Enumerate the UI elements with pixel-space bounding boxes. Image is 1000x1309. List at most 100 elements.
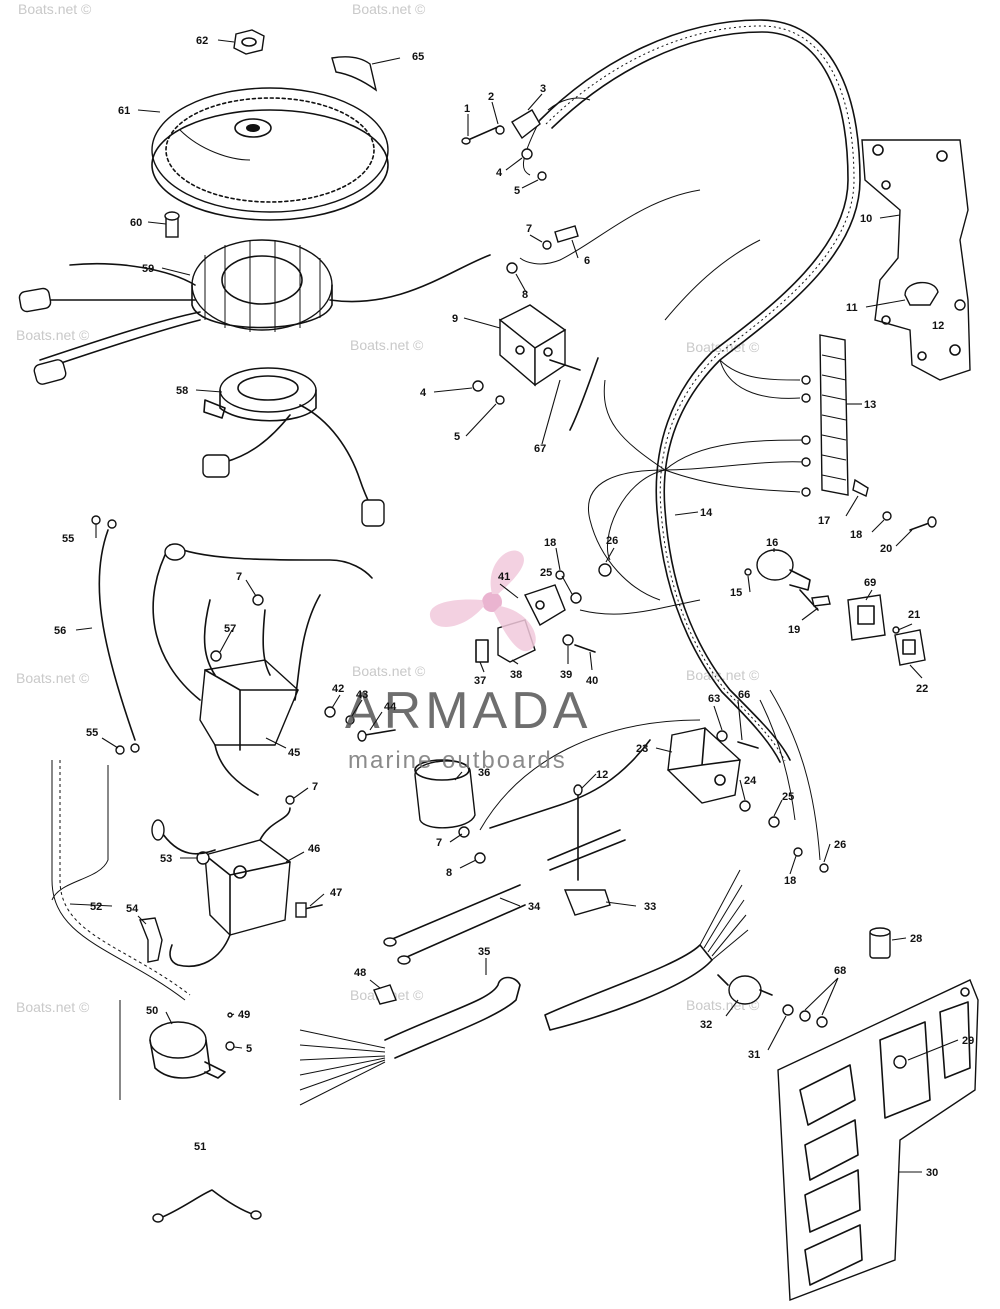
label-58: 58 xyxy=(176,385,188,397)
label-31: 31 xyxy=(748,1049,760,1061)
rectifier xyxy=(472,304,599,431)
label-13: 13 xyxy=(864,399,876,411)
label-12: 12 xyxy=(932,320,944,332)
label-18: 18 xyxy=(784,875,796,887)
ignition-coil xyxy=(414,739,651,864)
electrical-plate xyxy=(777,979,979,1301)
label-7: 7 xyxy=(236,571,242,583)
label-30: 30 xyxy=(926,1167,938,1179)
label-56: 56 xyxy=(54,625,66,637)
ground-lead xyxy=(91,515,140,755)
label-12: 12 xyxy=(596,769,608,781)
label-3: 3 xyxy=(540,83,546,95)
label-63: 63 xyxy=(708,693,720,705)
label-59: 59 xyxy=(142,263,154,275)
label-1: 1 xyxy=(464,103,470,115)
label-54: 54 xyxy=(126,903,139,915)
label-67: 67 xyxy=(534,443,546,455)
watermark: Boats.net © xyxy=(686,339,760,355)
label-26: 26 xyxy=(606,535,618,547)
label-32: 32 xyxy=(700,1019,712,1031)
label-15: 15 xyxy=(730,587,742,599)
label-25: 25 xyxy=(540,567,552,579)
fuse-holder xyxy=(717,974,828,1028)
label-8: 8 xyxy=(446,867,452,879)
label-33: 33 xyxy=(644,901,656,913)
watermark: Boats.net © xyxy=(16,327,90,343)
label-14: 14 xyxy=(700,507,713,519)
solenoid xyxy=(667,727,829,873)
label-50: 50 xyxy=(146,1005,158,1017)
label-47: 47 xyxy=(330,887,342,899)
label-7: 7 xyxy=(436,837,442,849)
label-49: 49 xyxy=(238,1009,250,1021)
label-5: 5 xyxy=(246,1043,252,1055)
flywheel-key xyxy=(331,56,378,92)
label-7: 7 xyxy=(526,223,532,235)
label-24: 24 xyxy=(744,775,757,787)
label-68: 68 xyxy=(834,965,846,977)
brand-tagline: marine outboards xyxy=(348,747,567,774)
label-4: 4 xyxy=(420,387,427,399)
label-61: 61 xyxy=(118,105,130,117)
terminal-block xyxy=(801,334,937,531)
key-switch xyxy=(744,549,831,611)
stator-screw xyxy=(164,211,180,238)
watermark: Boats.net © xyxy=(686,667,760,683)
timer-base xyxy=(202,367,385,527)
armada-logo: ARMADA marine outboards xyxy=(345,550,587,774)
label-40: 40 xyxy=(586,675,598,687)
label-18: 18 xyxy=(850,529,862,541)
label-21: 21 xyxy=(908,609,920,621)
leader-lines xyxy=(69,39,959,1173)
label-60: 60 xyxy=(130,217,142,229)
watermark: Boats.net © xyxy=(352,663,426,679)
label-26: 26 xyxy=(834,839,846,851)
cable-clamp xyxy=(547,784,626,916)
harness-sleeve xyxy=(299,869,749,1106)
label-38: 38 xyxy=(510,669,522,681)
label-66: 66 xyxy=(738,689,750,701)
flywheel-nut xyxy=(233,29,265,55)
label-4: 4 xyxy=(496,167,503,179)
ground-wire xyxy=(51,760,191,1100)
label-43: 43 xyxy=(356,689,368,701)
mounting-bracket xyxy=(861,139,971,381)
label-2: 2 xyxy=(488,91,494,103)
label-46: 46 xyxy=(308,843,320,855)
label-52: 52 xyxy=(90,901,102,913)
battery-cable xyxy=(383,884,526,965)
label-55: 55 xyxy=(62,533,74,545)
stator xyxy=(18,239,491,385)
label-55: 55 xyxy=(86,727,98,739)
cd-module xyxy=(151,795,323,967)
label-22: 22 xyxy=(916,683,928,695)
terminal-stud xyxy=(869,927,891,959)
label-39: 39 xyxy=(560,669,572,681)
wire-clip xyxy=(373,984,397,1005)
label-6: 6 xyxy=(584,255,590,267)
label-69: 69 xyxy=(864,577,876,589)
label-17: 17 xyxy=(818,515,830,527)
clamp xyxy=(904,281,966,311)
jumper-lead xyxy=(152,1189,262,1223)
watermark: Boats.net © xyxy=(16,670,90,686)
wiring-harness xyxy=(479,19,861,861)
label-42: 42 xyxy=(332,683,344,695)
label-53: 53 xyxy=(160,853,172,865)
label-8: 8 xyxy=(522,289,528,301)
power-pack xyxy=(152,543,396,796)
label-11: 11 xyxy=(846,302,858,314)
watermark: Boats.net © xyxy=(352,1,426,17)
label-41: 41 xyxy=(498,571,510,583)
label-10: 10 xyxy=(860,213,872,225)
label-28: 28 xyxy=(910,933,922,945)
label-65: 65 xyxy=(412,51,424,63)
label-18: 18 xyxy=(544,537,556,549)
label-36: 36 xyxy=(478,767,490,779)
label-51: 51 xyxy=(194,1141,206,1153)
label-35: 35 xyxy=(478,946,490,958)
watermark: Boats.net © xyxy=(18,1,92,17)
label-5: 5 xyxy=(454,431,460,443)
